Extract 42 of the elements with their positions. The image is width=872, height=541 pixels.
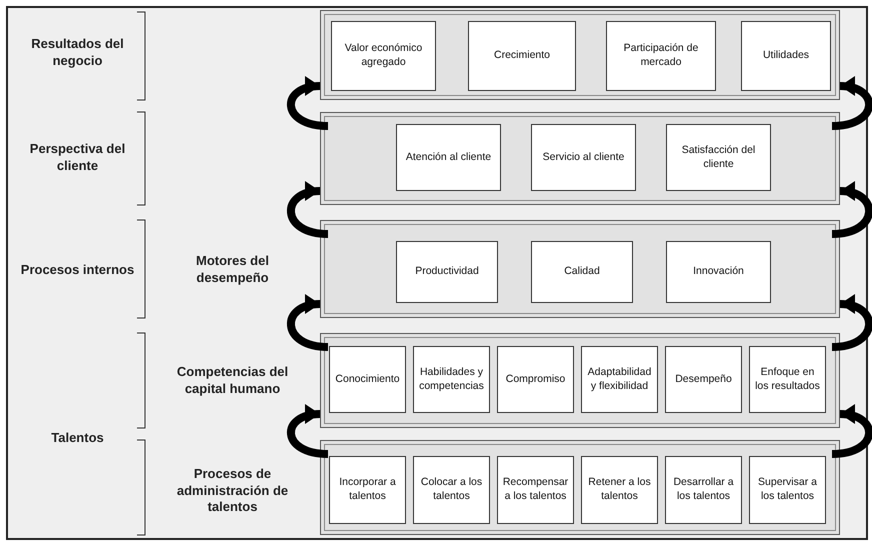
text-box: Productividad [396,241,498,303]
text-box: Valor económico agregado [331,21,436,91]
text-box: Desempeño [665,346,742,413]
curved-arrow [832,295,872,351]
row-label: Resultados del negocio [30,35,125,70]
curved-arrow [832,405,872,458]
curved-arrow [287,77,328,130]
text-box: Utilidades [741,21,831,91]
text-box: Satisfacción del cliente [666,124,771,191]
text-box: Habilidades y competencias [413,346,490,413]
layer-band [320,220,840,318]
curved-arrow [832,182,872,238]
text-box: Colocar a los talentos [413,456,490,524]
text-box: Crecimiento [468,21,576,91]
row-label: Talentos [50,428,105,447]
text-box: Conocimiento [329,346,406,413]
text-box: Atención al cliente [396,124,501,191]
text-box: Adaptabilidad y flexibilidad [581,346,658,413]
text-box: Desarrollar a los talentos [665,456,742,524]
row-label: Perspectiva del cliente [28,140,126,175]
row-label: Competencias del capital humano [176,363,290,398]
text-box: Calidad [531,241,633,303]
text-box: Servicio al cliente [531,124,636,191]
text-box: Compromiso [497,346,574,413]
text-box: Recompensar a los talentos [497,456,574,524]
layer-band [320,440,840,535]
text-box: Participación de mercado [606,21,716,91]
row-label: Procesos internos [20,260,135,279]
row-label: Motores del desempeño [195,252,270,287]
text-box: Incorporar a talentos [329,456,406,524]
layer-band [320,112,840,205]
curved-arrow [832,77,872,130]
row-label: Procesos de administración de talentos [176,466,290,516]
text-box: Enfoque en los resultados [749,346,826,413]
curved-arrow [287,182,328,238]
curved-arrow [287,295,328,351]
text-box: Supervisar a los talentos [749,456,826,524]
layer-band [320,10,840,100]
layer-band [320,333,840,428]
text-box: Retener a los talentos [581,456,658,524]
curved-arrow [287,405,328,458]
text-box: Innovación [666,241,771,303]
